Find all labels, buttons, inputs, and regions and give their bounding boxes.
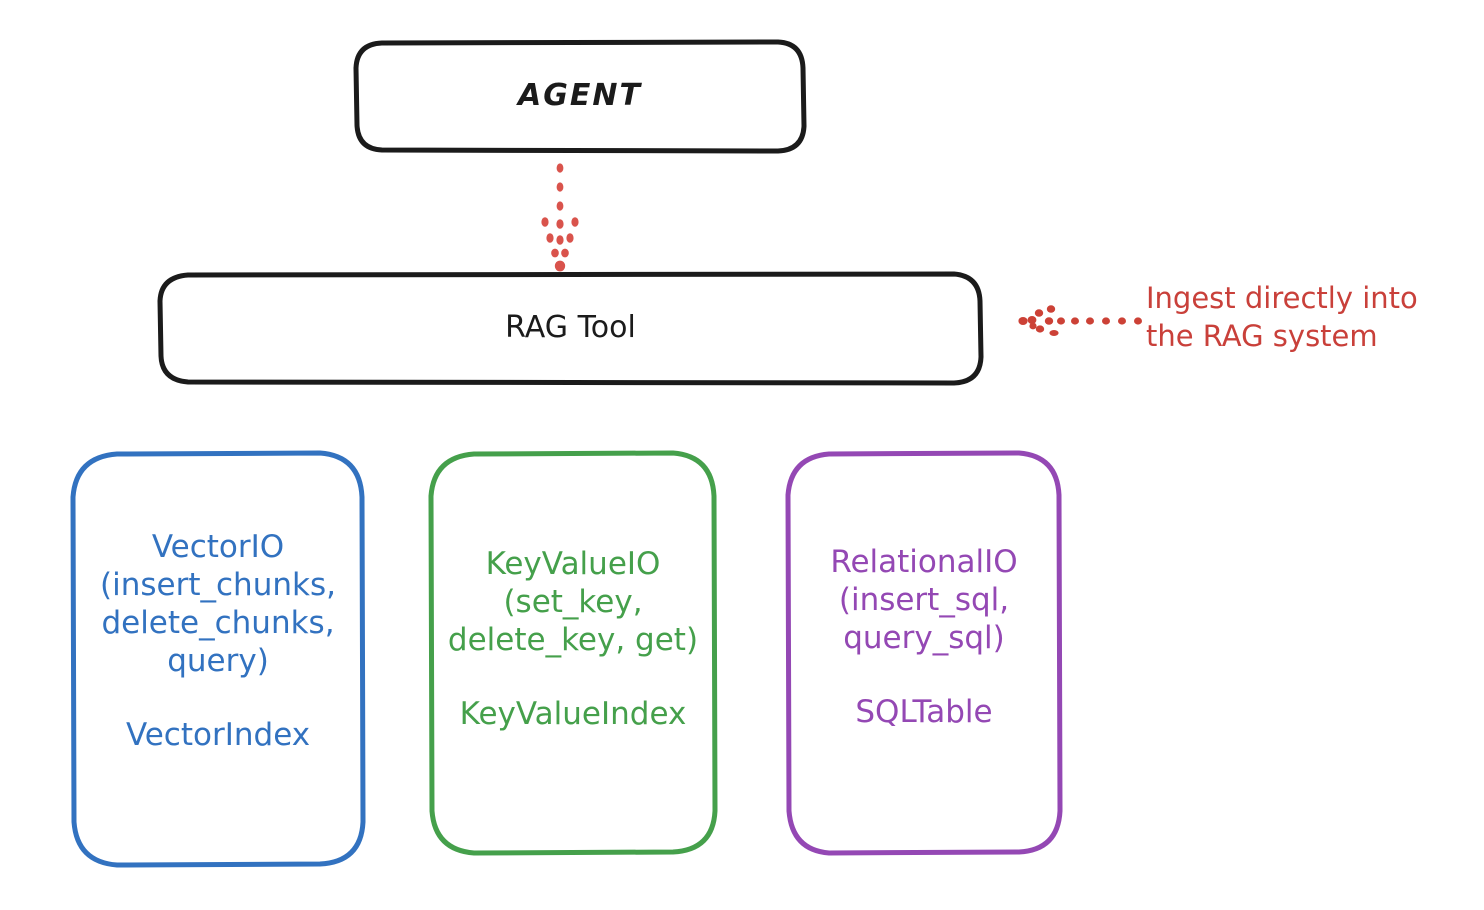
ingest-to-rag-tool-arrow-icon	[1018, 305, 1142, 336]
vector-io-index-label: VectorIndex	[125, 717, 311, 753]
vector-io-api-label: VectorIO (insert_chunks, delete_chunks, …	[100, 529, 336, 679]
node-rag-tool[interactable]: RAG Tool	[157, 271, 984, 386]
ingest-annotation-text: Ingest directly into the RAG system	[1146, 281, 1418, 353]
agent-to-rag-tool-arrow-icon	[541, 163, 579, 272]
node-key-value-io[interactable]: KeyValueIO (set_key, delete_key, get) Ke…	[428, 450, 718, 856]
node-agent[interactable]: AGENT	[353, 39, 807, 154]
rag-tool-label: RAG Tool	[505, 310, 636, 346]
relational-io-index-label: SQLTable	[855, 694, 993, 730]
agent-label: AGENT	[518, 78, 642, 114]
key-value-io-index-label: KeyValueIndex	[459, 696, 687, 732]
key-value-io-api-label: KeyValueIO (set_key, delete_key, get)	[447, 546, 699, 658]
relational-io-api-label: RelationalIO (insert_sql, query_sql)	[830, 544, 1018, 656]
node-vector-io[interactable]: VectorIO (insert_chunks, delete_chunks, …	[70, 450, 366, 868]
node-relational-io[interactable]: RelationalIO (insert_sql, query_sql) SQL…	[785, 450, 1063, 856]
